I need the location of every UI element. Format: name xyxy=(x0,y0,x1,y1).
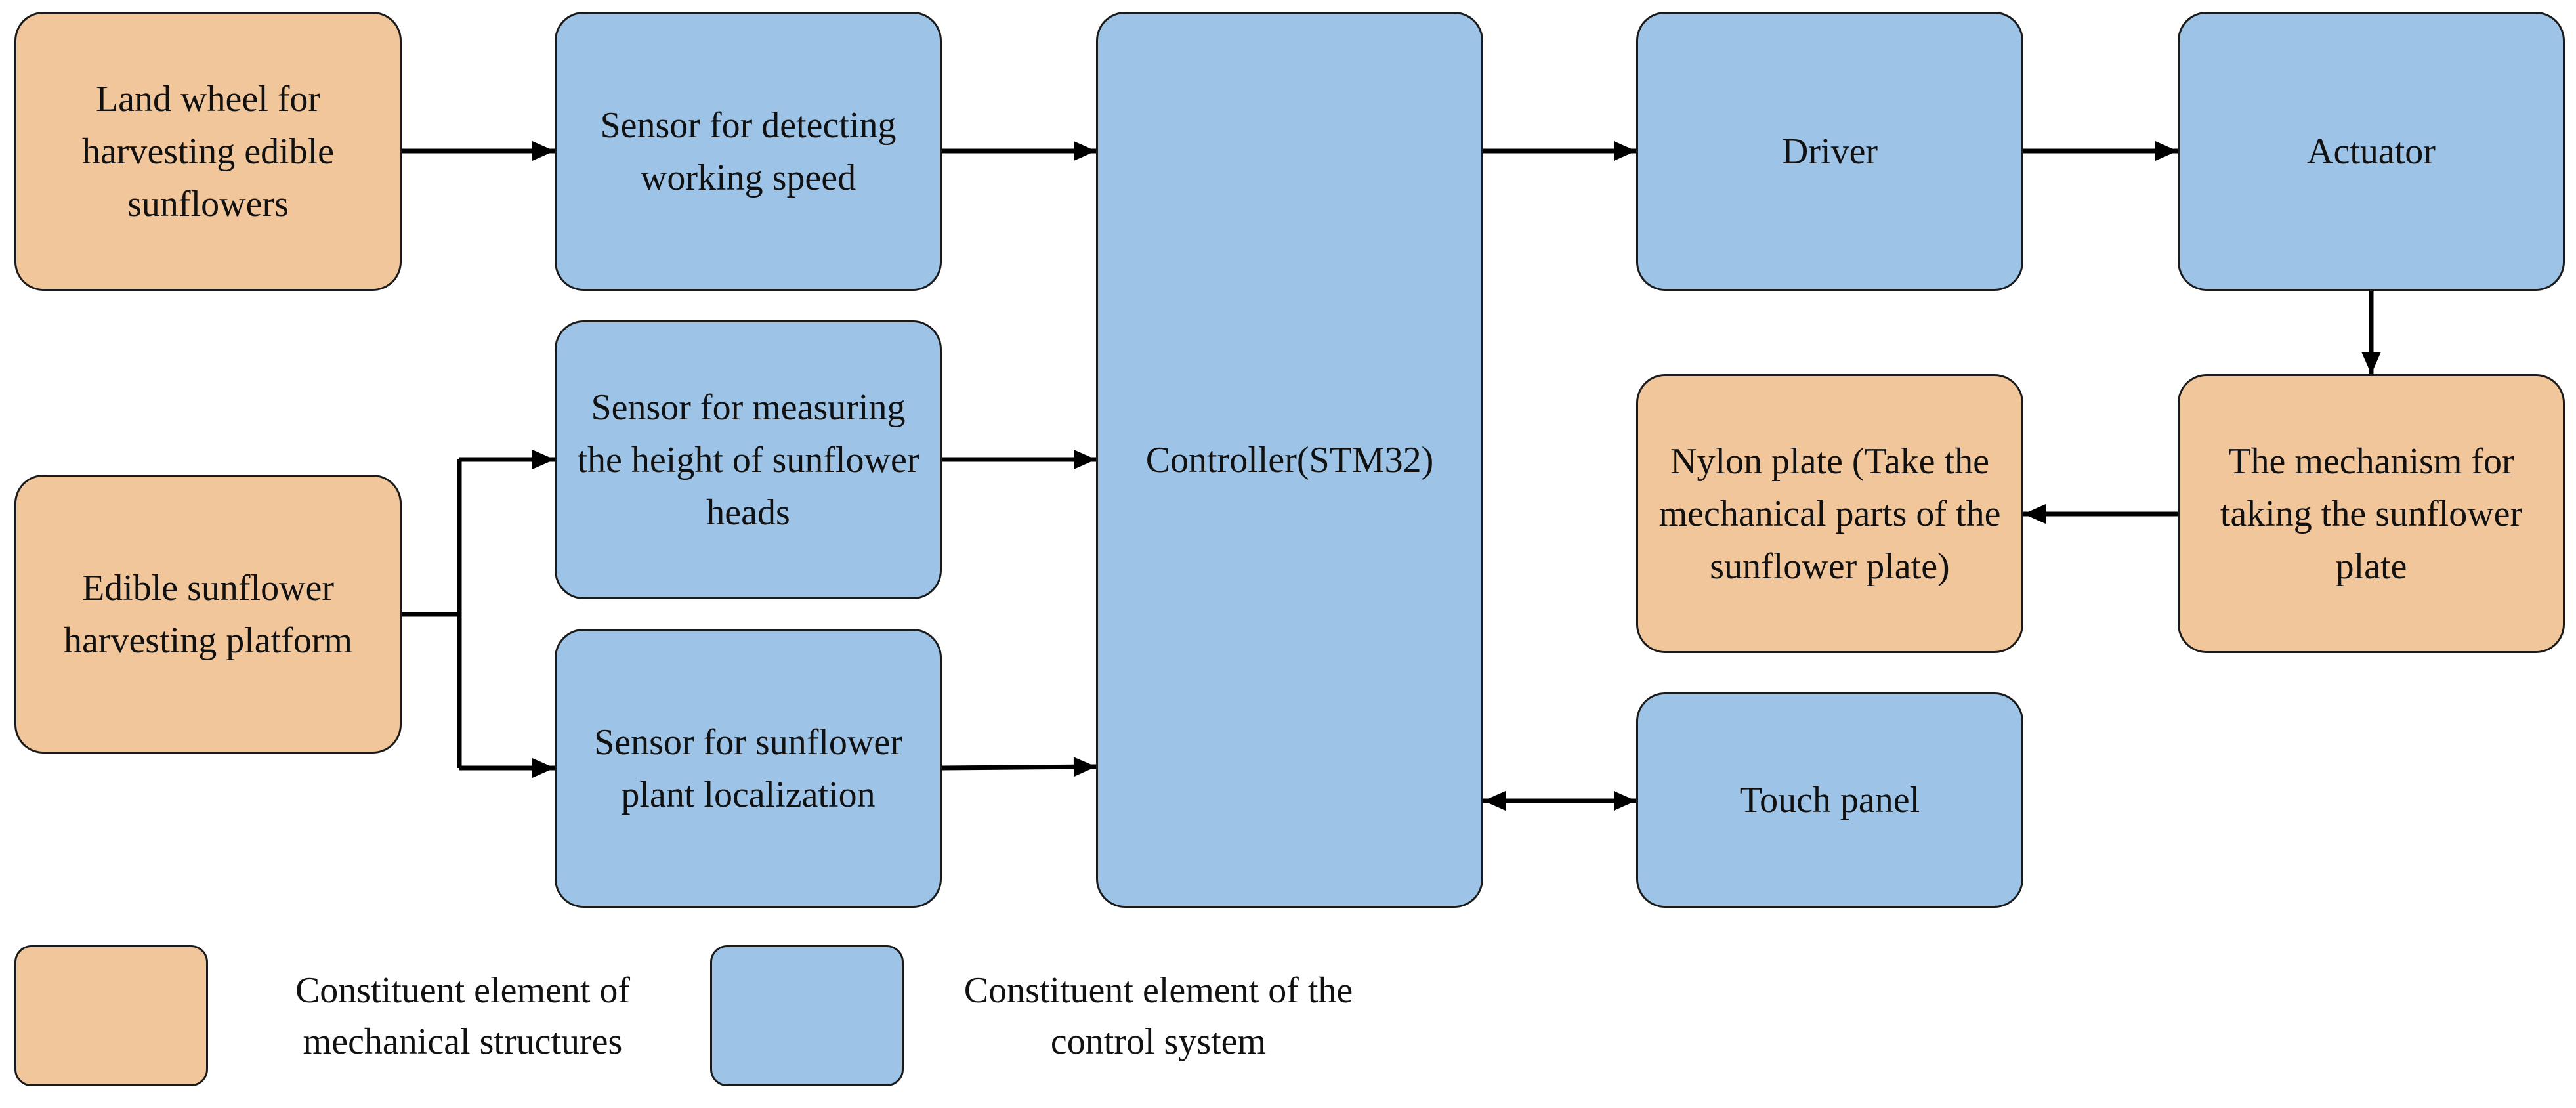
land-wheel-node: Land wheel for harvesting edible sunflow… xyxy=(14,12,402,291)
driver-node: Driver xyxy=(1636,12,2023,291)
arrowhead xyxy=(2361,352,2381,374)
arrowhead xyxy=(1074,141,1096,161)
touch-panel-node: Touch panel xyxy=(1636,692,2023,908)
legend-control-label: Constituent element of the control syste… xyxy=(963,970,1353,1062)
legend-mechanical-swatch xyxy=(14,945,208,1086)
legend-control-swatch xyxy=(710,945,904,1086)
arrowhead xyxy=(2023,504,2046,524)
harvesting-platform-node: Edible sunflower harvesting platform xyxy=(14,475,402,754)
legend-mechanical-label: Constituent element of mechanical struct… xyxy=(295,970,631,1062)
nylon-plate-node: Nylon plate (Take the mechanical parts o… xyxy=(1636,374,2023,653)
sensor-working-speed-node: Sensor for detecting working speed xyxy=(555,12,942,291)
arrowhead xyxy=(1483,791,1506,811)
arrowhead xyxy=(1614,141,1636,161)
actuator-node: Actuator xyxy=(2178,12,2565,291)
arrowhead xyxy=(1073,757,1096,777)
sensor-plant-localization-node: Sensor for sunflower plant localization xyxy=(555,629,942,908)
arrowhead xyxy=(532,450,555,469)
sensor-head-height-node: Sensor for measuring the height of sunfl… xyxy=(555,320,942,599)
controller-node: Controller(STM32) xyxy=(1096,12,1483,908)
arrow-localization-sensor-to-controller xyxy=(941,764,1097,771)
arrowhead xyxy=(1074,450,1096,469)
arrowhead xyxy=(2155,141,2178,161)
plate-taking-mechanism-node: The mechanism for taking the sunflower p… xyxy=(2178,374,2565,653)
arrowhead xyxy=(1614,791,1636,811)
arrowhead xyxy=(532,141,555,161)
arrowhead xyxy=(532,758,555,778)
